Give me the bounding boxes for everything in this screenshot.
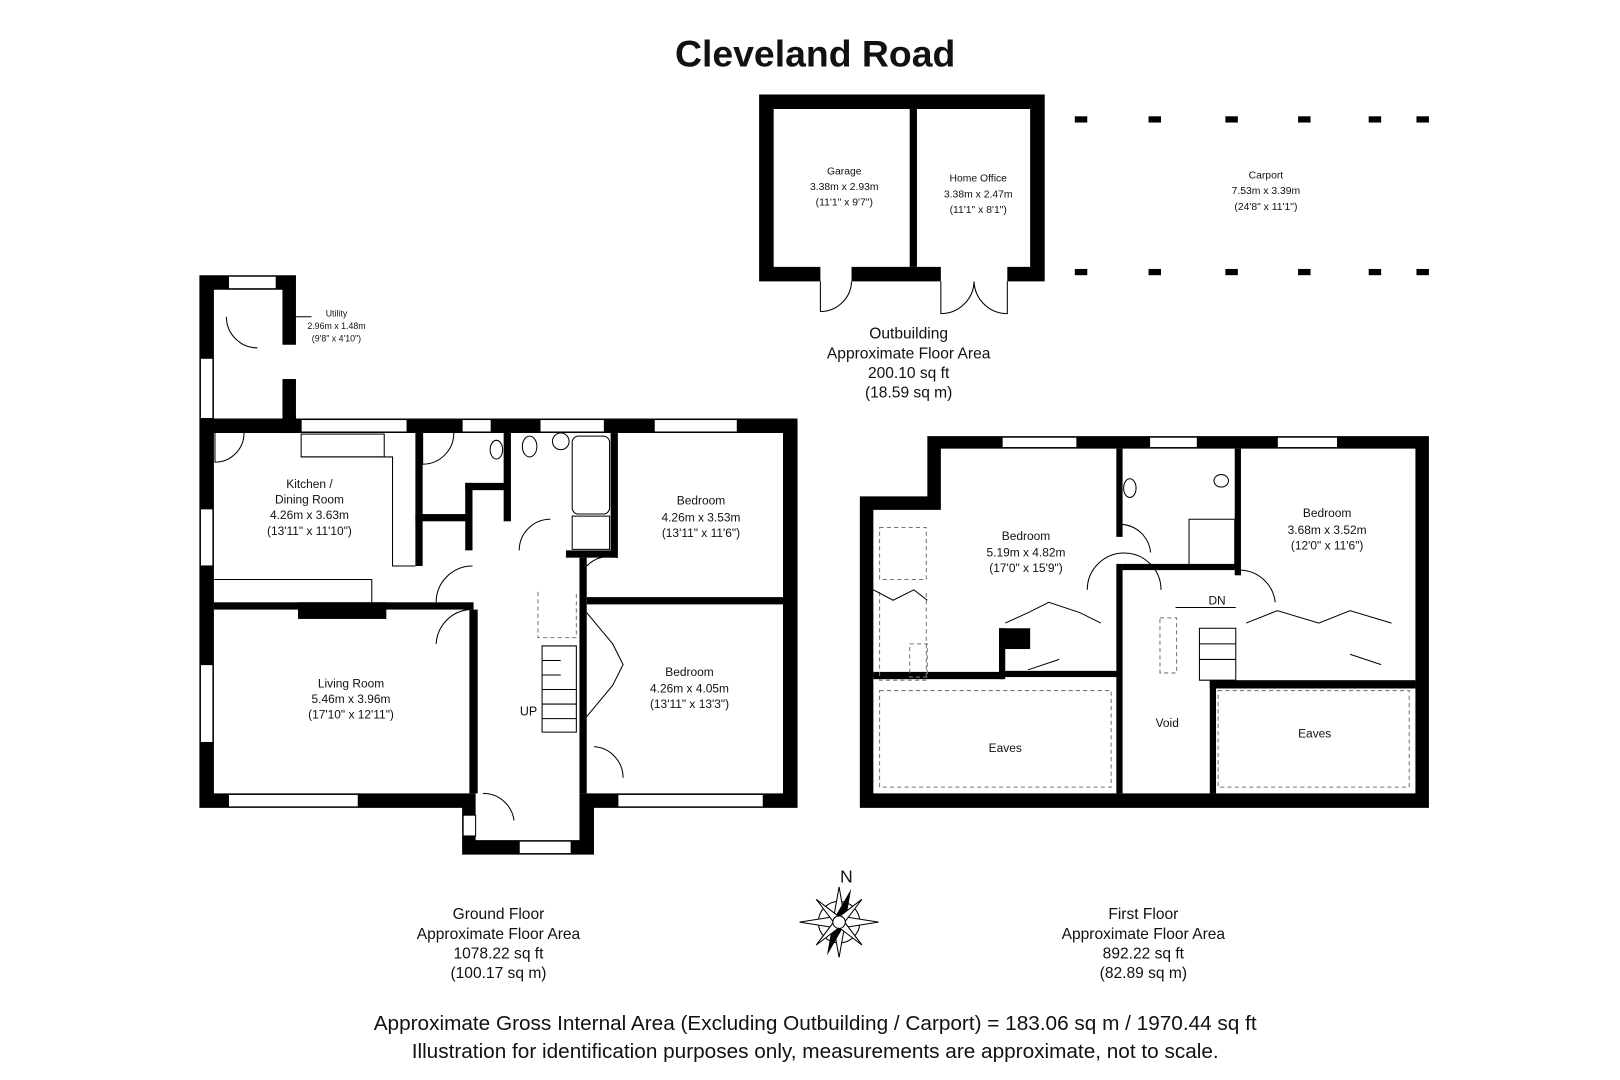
room-size-imperial: (13'11" x 11'10")	[267, 524, 352, 538]
room-size-imperial: (11'1" x 8'1")	[950, 205, 1007, 216]
room-name: Bedroom	[1002, 529, 1050, 543]
stairs-up-label: UP	[520, 705, 537, 719]
room-name: Home Office	[949, 174, 1007, 185]
area-sqft: 200.10 sq ft	[868, 365, 950, 382]
divider-wall	[909, 109, 917, 267]
area-sqft: 892.22 sq ft	[1103, 945, 1185, 962]
room-size-imperial: (11'1" x 9'7")	[816, 198, 873, 209]
disclaimer-note: Illustration for identification purposes…	[412, 1040, 1219, 1063]
office-door-gap	[940, 265, 1008, 283]
room-size-metric: 3.38m x 2.93m	[810, 182, 879, 193]
room-size-imperial: (17'10" x 12'11")	[308, 708, 394, 722]
area-label: Ground Floor	[453, 906, 545, 923]
carport-posts	[1074, 116, 1429, 276]
compass-rose-icon: N	[799, 867, 879, 958]
area-sqm: (82.89 sq m)	[1100, 965, 1187, 982]
room-size-metric: 3.38m x 2.47m	[944, 189, 1013, 200]
room-name-line2: Dining Room	[275, 493, 344, 507]
room-size-metric: 2.96m x 1.48m	[307, 321, 365, 331]
office-door	[940, 281, 1008, 315]
room-name: Eaves	[1298, 726, 1331, 740]
room-size-metric: 4.26m x 3.53m	[661, 510, 740, 524]
area-label: Outbuilding	[869, 326, 948, 343]
first-floor: Bedroom 5.19m x 4.82m (17'0" x 15'9") Be…	[859, 436, 1429, 982]
room-name: Kitchen /	[286, 477, 333, 491]
stairs-down-label: DN	[1208, 593, 1225, 607]
room-size-metric: 7.53m x 3.39m	[1232, 186, 1301, 197]
outbuilding-walls	[759, 94, 1045, 282]
room-name: Eaves	[989, 741, 1022, 755]
room-size-metric: 4.26m x 3.63m	[270, 508, 349, 522]
garage-door-gap	[820, 265, 852, 283]
room-name: Void	[1156, 716, 1179, 730]
room-size-imperial: (9'8" x 4'10")	[312, 334, 361, 344]
outbuilding: Garage 3.38m x 2.93m (11'1" x 9'7") Home…	[759, 94, 1429, 402]
room-name: Utility	[326, 309, 348, 319]
ground-floor: Utility 2.96m x 1.48m (9'8" x 4'10") Kit…	[199, 275, 798, 982]
page-title: Cleveland Road	[675, 32, 955, 74]
room-name: Carport	[1249, 171, 1284, 182]
room-size-imperial: (13'11" x 13'3")	[650, 697, 729, 711]
first-floor-walls	[859, 436, 1429, 808]
room-name: Bedroom	[665, 665, 713, 679]
compass-north-label: N	[840, 867, 853, 887]
area-label: First Floor	[1108, 906, 1178, 923]
room-size-imperial: (24'8" x 11'1")	[1234, 202, 1297, 213]
room-size-imperial: (12'0" x 11'6")	[1291, 538, 1364, 552]
room-name: Garage	[827, 166, 862, 177]
room-name: Bedroom	[677, 494, 725, 508]
area-sqm: (100.17 sq m)	[450, 965, 546, 982]
garage-door	[819, 281, 853, 313]
area-label: Approximate Floor Area	[1062, 926, 1226, 943]
room-size-imperial: (17'0" x 15'9")	[989, 561, 1062, 575]
area-sqm: (18.59 sq m)	[865, 385, 952, 402]
room-name: Living Room	[318, 676, 384, 690]
room-size-metric: 5.46m x 3.96m	[312, 692, 391, 706]
room-size-metric: 5.19m x 4.82m	[987, 546, 1066, 560]
area-label: Approximate Floor Area	[827, 345, 991, 362]
room-size-imperial: (13'11" x 11'6")	[662, 526, 740, 540]
area-sqft: 1078.22 sq ft	[453, 945, 544, 962]
gross-area-note: Approximate Gross Internal Area (Excludi…	[374, 1012, 1257, 1035]
room-size-metric: 3.68m x 3.52m	[1288, 523, 1367, 537]
room-size-metric: 4.26m x 4.05m	[650, 682, 729, 696]
room-name: Bedroom	[1303, 506, 1351, 520]
area-label: Approximate Floor Area	[417, 926, 581, 943]
